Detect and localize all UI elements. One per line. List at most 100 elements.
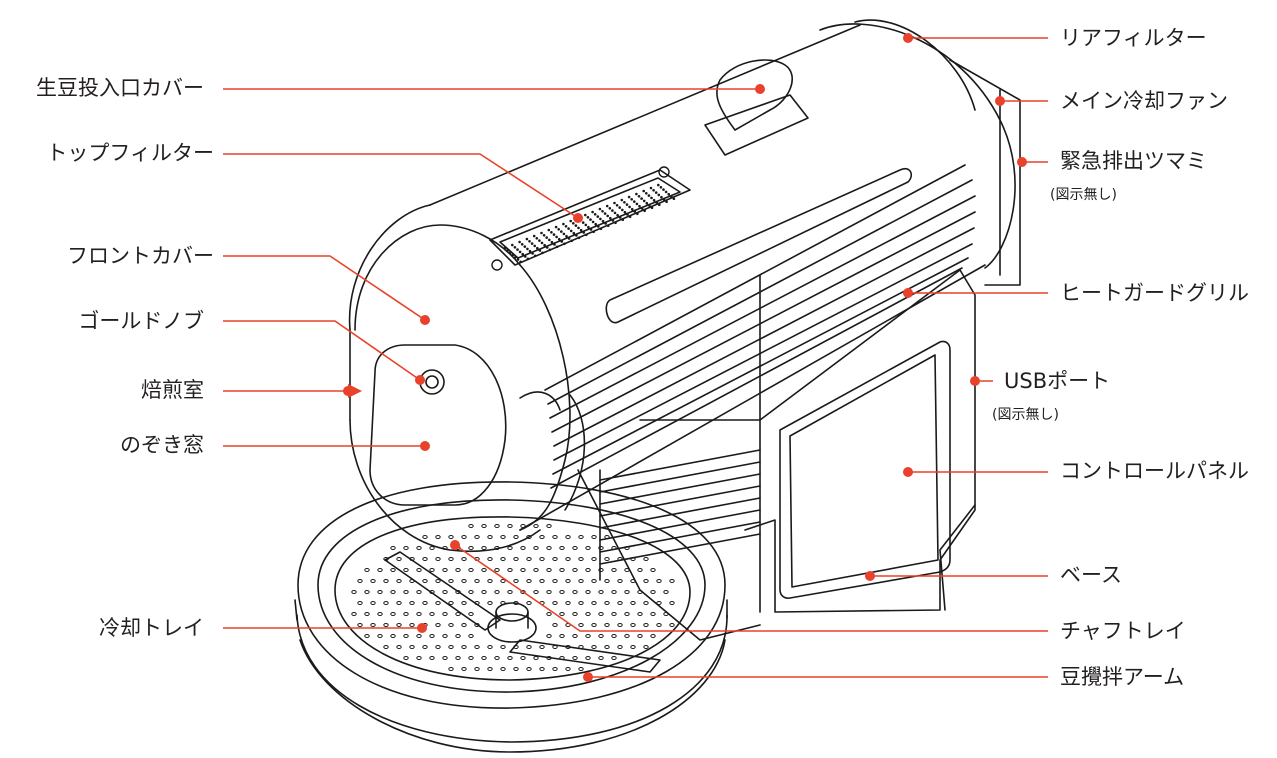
filter-hole xyxy=(581,221,585,224)
tray-hole xyxy=(617,623,623,627)
tray-hole xyxy=(416,590,422,594)
tray-hole xyxy=(435,623,441,627)
tray-hole xyxy=(500,535,506,539)
label-roasting-chamber: 焙煎室 xyxy=(141,378,204,402)
marker-chaff-tray xyxy=(450,540,460,550)
filter-hole xyxy=(542,234,546,237)
filter-hole xyxy=(623,201,626,204)
filter-hole xyxy=(598,207,602,211)
tray-hole xyxy=(565,645,571,649)
leader-lines xyxy=(223,37,1048,678)
tray-hole xyxy=(591,601,597,605)
tray-hole xyxy=(650,568,656,572)
tray-hole xyxy=(637,568,643,572)
tray-hole xyxy=(520,524,526,528)
filter-hole xyxy=(552,233,556,236)
tray-hole xyxy=(650,590,656,594)
tray-hole xyxy=(377,612,383,616)
filter-hole xyxy=(626,213,629,216)
filter-hole xyxy=(618,216,622,219)
label-chaff-tray: チャフトレイ xyxy=(1060,619,1186,643)
tray-hole xyxy=(663,590,669,594)
filter-hole xyxy=(540,241,544,245)
filter-hole xyxy=(524,255,527,258)
tray-hole xyxy=(364,634,370,638)
filter-hole xyxy=(630,198,633,201)
tray-hole xyxy=(624,634,630,638)
tray-hole xyxy=(604,601,610,605)
tray-hole xyxy=(526,645,532,649)
filter-hole xyxy=(530,242,534,245)
filter-hole xyxy=(670,195,673,198)
filter-hole xyxy=(643,209,646,213)
note-emergency-knob-not-shown: (図示無し) xyxy=(1050,187,1117,203)
tray-hole xyxy=(396,623,402,627)
filter-hole xyxy=(614,221,617,225)
tray-hole xyxy=(520,568,526,572)
tray-hole xyxy=(442,634,448,638)
filter-hole xyxy=(657,193,661,197)
tray-hole xyxy=(552,535,558,539)
tray-hole xyxy=(422,535,428,539)
tray-hole xyxy=(364,568,370,572)
filter-hole xyxy=(585,233,588,237)
tray-hole xyxy=(526,579,532,583)
filter-hole xyxy=(660,195,663,199)
tray-hole xyxy=(448,579,454,583)
leader-chaff-tray xyxy=(454,544,1048,632)
filter-hole xyxy=(569,219,572,223)
marker-control-panel xyxy=(903,467,913,477)
tray-hole xyxy=(572,612,578,616)
tray-hole xyxy=(559,546,565,550)
tray-hole xyxy=(526,667,532,671)
tray-hole xyxy=(572,546,578,550)
tray-hole xyxy=(565,667,571,671)
filter-hole xyxy=(645,192,648,195)
label-viewing-window: のぞき窓 xyxy=(120,433,204,457)
tray-hole xyxy=(507,656,513,660)
tray-hole xyxy=(513,645,519,649)
filter-hole xyxy=(650,196,653,200)
filter-hole xyxy=(567,237,571,240)
tray-hole xyxy=(383,601,389,605)
tray-hole xyxy=(403,612,409,616)
tray-hole xyxy=(403,590,409,594)
filter-hole xyxy=(535,237,539,240)
filter-hole xyxy=(630,207,634,211)
filter-hole xyxy=(589,228,593,231)
tray-hole xyxy=(461,557,467,561)
filter-hole xyxy=(545,236,548,239)
tray-hole xyxy=(396,557,402,561)
filter-hole xyxy=(638,204,641,208)
tray-hole xyxy=(487,579,493,583)
tray-hole xyxy=(624,546,630,550)
filter-hole xyxy=(596,215,600,218)
tray-hole xyxy=(468,590,474,594)
tray-hole xyxy=(448,557,454,561)
tray-hole xyxy=(539,579,545,583)
tray-hole xyxy=(442,568,448,572)
filter-hole xyxy=(528,249,532,253)
tray-hole xyxy=(422,579,428,583)
tray-hole xyxy=(656,623,662,627)
filter-hole xyxy=(555,245,559,249)
tray-hole xyxy=(435,535,441,539)
filter-hole xyxy=(613,201,616,205)
tray-hole xyxy=(435,601,441,605)
tray-hole xyxy=(585,656,591,660)
tray-hole xyxy=(598,656,604,660)
tray-hole xyxy=(474,667,480,671)
filter-hole xyxy=(633,210,637,213)
tray-hole xyxy=(494,546,500,550)
tray-hole xyxy=(669,623,675,627)
filter-hole xyxy=(516,258,520,261)
tray-hole xyxy=(533,546,539,550)
filter-hole xyxy=(518,250,522,254)
filter-hole xyxy=(548,248,552,252)
tray-hole xyxy=(377,568,383,572)
marker-heat-guard-grill xyxy=(903,288,913,298)
tray-hole xyxy=(624,568,630,572)
filter-hole xyxy=(565,234,568,238)
tray-hole xyxy=(643,645,649,649)
